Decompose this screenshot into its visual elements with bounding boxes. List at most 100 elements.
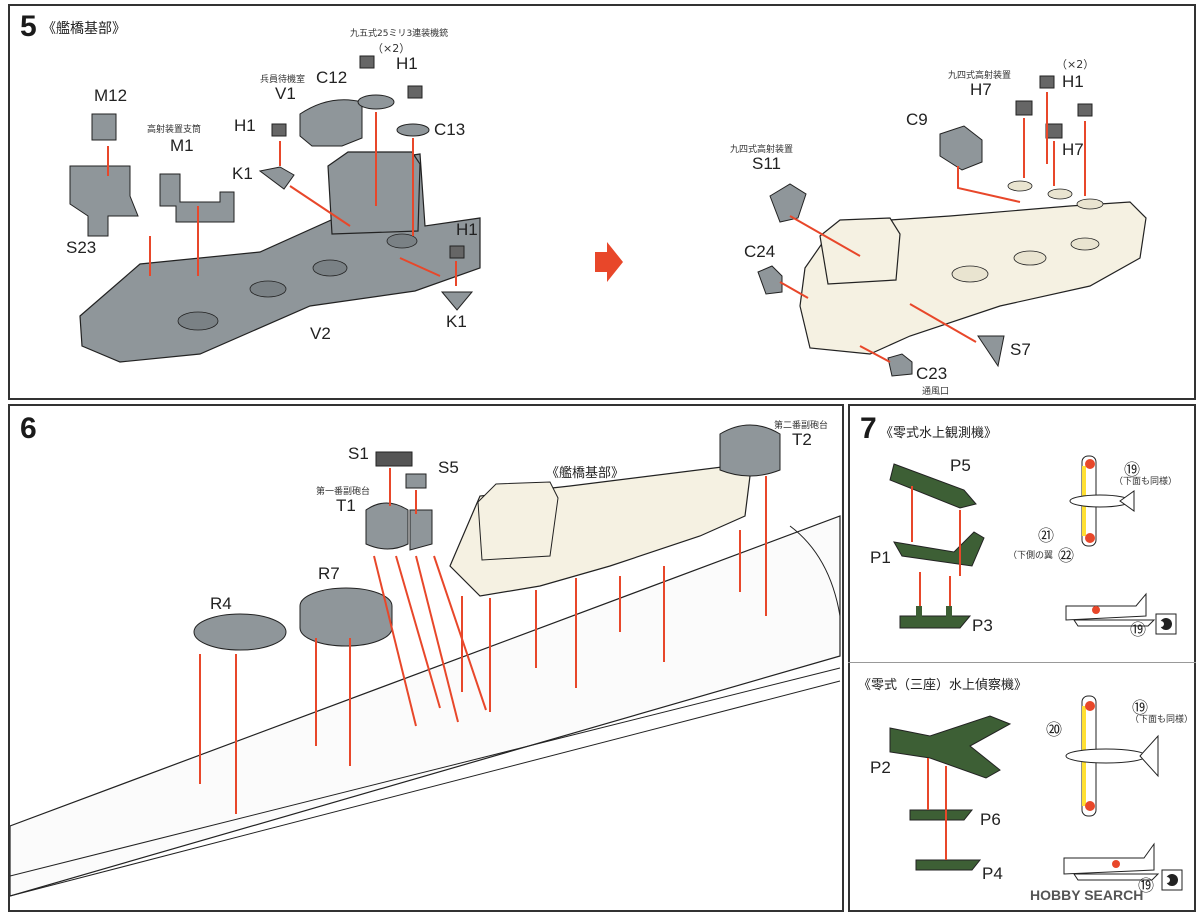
part-k1-a (258, 166, 295, 190)
label-c23: C23 (916, 364, 948, 383)
step-6-panel: 6 (8, 404, 844, 912)
part-h1-top (359, 55, 375, 69)
step-5-panel: 5 《艦橋基部》 (8, 4, 1196, 400)
step-number: 7 (860, 412, 877, 445)
part-h7-b (1045, 123, 1063, 139)
part-c13 (396, 123, 430, 137)
label-t2: T2 (792, 430, 812, 449)
label-t2-sub: 第二番副砲台 (774, 421, 829, 431)
step-6-drawing (10, 424, 841, 897)
aircraft-side-view-2 (1063, 842, 1160, 881)
bridge-tower-gray (327, 151, 421, 235)
label-p2: P2 (870, 758, 891, 777)
step-7-panel: 7 《零式水上観測機》 (848, 404, 1196, 912)
part-s11 (769, 183, 807, 223)
step-5-drawing (69, 55, 1147, 377)
decal-21: ㉑ (1038, 526, 1055, 545)
part-p1 (893, 531, 985, 567)
step-7-drawing (889, 455, 1183, 891)
aircraft-plan-view-1 (1069, 455, 1135, 547)
label-c24: C24 (744, 242, 776, 261)
label-same-bottom-a: （下面も同様） (1114, 477, 1178, 487)
part-k1-b (440, 291, 474, 311)
label-s11-sub: 九四式高射装置 (730, 145, 794, 155)
label-bridge: 《艦橋基部》 (546, 466, 625, 481)
part-p5 (889, 463, 977, 509)
assembly-arrows-7a (911, 486, 961, 606)
part-p3 (899, 615, 972, 629)
label-h1-c: H1 (456, 220, 478, 239)
bridge-tower-cream (819, 217, 901, 285)
bridge-tower-6 (477, 481, 559, 561)
part-s5 (405, 473, 427, 489)
label-c13: C13 (434, 120, 466, 139)
step-number: 5 (20, 10, 37, 43)
part-c24 (757, 265, 783, 295)
label-h1-top-sub: 九五式25ミリ3連装機銃 (350, 29, 449, 39)
label-p5: P5 (950, 456, 971, 475)
label-lower-wing: （下側の翼 (1008, 551, 1054, 561)
label-k1-b: K1 (446, 312, 467, 331)
label-c9: C9 (906, 110, 928, 129)
label-h7-a: H7 (970, 80, 992, 99)
decal-20: ⑳ (1046, 720, 1063, 739)
part-h1-e (1077, 103, 1093, 117)
part-c9 (939, 125, 983, 171)
label-h1-b: H1 (396, 54, 418, 73)
assembly-arrows-left (107, 112, 457, 286)
label-s11: S11 (752, 154, 781, 173)
label-x2-a: （×2） (372, 42, 411, 55)
step-7-divider (848, 662, 1196, 663)
part-h1-d (1039, 75, 1055, 89)
label-p4: P4 (982, 864, 1003, 883)
step-number: 6 (20, 412, 37, 445)
part-t1 (365, 502, 409, 550)
label-t1: T1 (336, 496, 356, 515)
part-m12 (91, 113, 117, 141)
label-same-bottom-b: （下面も同様） (1130, 715, 1194, 725)
part-r4 (193, 613, 287, 651)
label-t1-sub: 第一番副砲台 (316, 487, 371, 497)
part-p6 (909, 809, 974, 821)
label-x2-b: （×2） (1056, 58, 1095, 71)
label-p1: P1 (870, 548, 891, 567)
label-k1-a: K1 (232, 164, 253, 183)
part-h1-a (271, 123, 287, 137)
label-m1-sub: 高射装置支筒 (147, 125, 202, 135)
assembly-arrows-7b (927, 758, 947, 860)
label-r4: R4 (210, 594, 232, 613)
part-c23 (887, 353, 913, 377)
decal-22: ㉒ (1058, 546, 1075, 565)
decal-19-d: ⑲ (1138, 876, 1155, 895)
label-m12: M12 (94, 86, 128, 105)
label-p3: P3 (972, 616, 993, 635)
aircraft-plan-view-2 (1065, 695, 1159, 817)
label-s1: S1 (348, 444, 369, 463)
label-r7: R7 (318, 564, 340, 583)
label-h7-sub: 九四式高射装置 (948, 71, 1012, 81)
part-v1 (299, 99, 363, 147)
part-m1 (159, 173, 235, 223)
label-s23: S23 (66, 238, 97, 257)
label-h1-a: H1 (234, 116, 256, 135)
decal-19-c: ⑲ (1132, 698, 1149, 717)
label-v1: V1 (275, 84, 296, 103)
part-r7 (299, 587, 393, 647)
label-p6: P6 (980, 810, 1001, 829)
label-m1: M1 (170, 136, 194, 155)
label-v1-sub: 兵員待機室 (260, 75, 306, 85)
part-h1-b (407, 85, 423, 99)
decal-19-a: ⑲ (1124, 460, 1141, 479)
part-s23 (69, 165, 139, 237)
part-c12 (357, 94, 395, 110)
part-h7-a (1015, 100, 1033, 116)
assembly-arrows-6 (199, 468, 767, 814)
label-c23-sub: 通風口 (922, 387, 950, 397)
watermark-logo: HOBBY SEARCH (1030, 887, 1144, 903)
part-t1-b (409, 509, 433, 551)
hull-deck (10, 515, 841, 897)
part-s7 (977, 335, 1005, 368)
label-c12: C12 (316, 68, 348, 87)
decal-19-b: ⑲ (1130, 620, 1147, 639)
step-title: 《艦橋基部》 (42, 21, 126, 37)
